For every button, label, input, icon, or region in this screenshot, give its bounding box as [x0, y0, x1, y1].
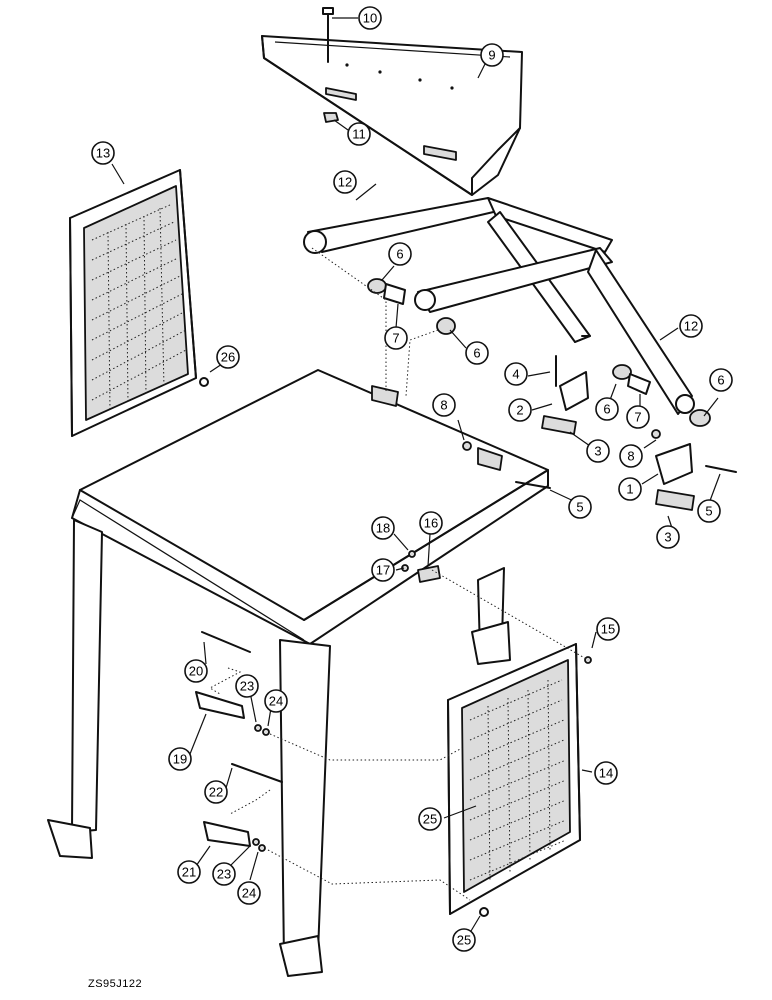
svg-text:23: 23 — [217, 867, 231, 882]
svg-text:6: 6 — [717, 373, 724, 388]
callout-7a: 7 — [384, 326, 408, 350]
frame-bolt-2 — [705, 465, 737, 473]
svg-text:1: 1 — [626, 482, 633, 497]
roof-bolt — [322, 7, 334, 63]
svg-text:6: 6 — [603, 402, 610, 417]
svg-text:11: 11 — [352, 127, 366, 142]
svg-text:6: 6 — [396, 247, 403, 262]
svg-text:21: 21 — [182, 865, 196, 880]
callout-10: 10 — [358, 6, 382, 30]
callout-19: 19 — [168, 747, 192, 771]
callout-25b: 25 — [452, 928, 476, 952]
svg-text:15: 15 — [601, 622, 615, 637]
callout-2: 2 — [508, 398, 532, 422]
svg-text:23: 23 — [240, 679, 254, 694]
callout-14: 14 — [594, 761, 618, 785]
svg-text:7: 7 — [392, 331, 399, 346]
bracket-right — [655, 443, 695, 511]
roof-panel — [261, 35, 523, 196]
callout-7b: 7 — [626, 405, 650, 429]
callout-13: 13 — [91, 141, 115, 165]
frame-nut-2 — [651, 429, 661, 439]
callout-16: 16 — [419, 511, 443, 535]
canopy-body — [47, 369, 549, 977]
callout-3a: 3 — [586, 439, 610, 463]
callout-20: 20 — [184, 659, 208, 683]
callout-17: 17 — [371, 558, 395, 582]
svg-text:10: 10 — [363, 11, 377, 26]
svg-text:17: 17 — [376, 563, 390, 578]
callout-1: 1 — [618, 477, 642, 501]
callout-18: 18 — [371, 516, 395, 540]
right-screen — [447, 643, 581, 917]
svg-text:22: 22 — [209, 785, 223, 800]
svg-text:24: 24 — [269, 694, 283, 709]
svg-text:9: 9 — [488, 48, 495, 63]
svg-text:3: 3 — [594, 444, 601, 459]
callout-3b: 3 — [656, 525, 680, 549]
callout-23b: 23 — [212, 862, 236, 886]
svg-text:19: 19 — [173, 752, 187, 767]
left-screen — [69, 169, 209, 437]
svg-text:14: 14 — [599, 766, 613, 781]
callout-11: 11 — [347, 122, 371, 146]
callout-12b: 12 — [679, 314, 703, 338]
rops-frame — [303, 197, 695, 415]
svg-text:12: 12 — [684, 319, 698, 334]
svg-text:20: 20 — [189, 664, 203, 679]
svg-text:16: 16 — [424, 516, 438, 531]
svg-text:2: 2 — [516, 403, 523, 418]
callout-5a: 5 — [568, 495, 592, 519]
svg-text:25: 25 — [423, 812, 437, 827]
svg-text:26: 26 — [221, 350, 235, 365]
callout-8b: 8 — [619, 444, 643, 468]
plate — [417, 565, 441, 583]
svg-text:7: 7 — [634, 410, 641, 425]
callout-26: 26 — [216, 345, 240, 369]
svg-text:5: 5 — [576, 500, 583, 515]
svg-text:18: 18 — [376, 521, 390, 536]
callout-6b: 6 — [465, 341, 489, 365]
frame-bolt — [515, 481, 551, 489]
svg-text:8: 8 — [440, 398, 447, 413]
svg-text:5: 5 — [705, 504, 712, 519]
callout-12a: 12 — [333, 170, 357, 194]
callout-21: 21 — [177, 860, 201, 884]
callout-6a: 6 — [388, 242, 412, 266]
diagram-code: ZS95J122 — [88, 978, 143, 990]
callout-23a: 23 — [235, 674, 259, 698]
svg-text:13: 13 — [96, 146, 110, 161]
svg-text:12: 12 — [338, 175, 352, 190]
svg-text:8: 8 — [627, 449, 634, 464]
callout-24b: 24 — [237, 881, 261, 905]
callout-5b: 5 — [697, 499, 721, 523]
callout-15: 15 — [596, 617, 620, 641]
svg-text:24: 24 — [242, 886, 256, 901]
bracket-left — [541, 355, 589, 435]
callout-22: 22 — [204, 780, 228, 804]
assembly-lines — [208, 247, 589, 901]
callout-25a: 25 — [418, 807, 442, 831]
svg-text:6: 6 — [473, 346, 480, 361]
svg-text:4: 4 — [512, 367, 519, 382]
callout-9: 9 — [480, 43, 504, 67]
callout-6c: 6 — [595, 397, 619, 421]
callout-4: 4 — [504, 362, 528, 386]
callout-8a: 8 — [432, 393, 456, 417]
callout-24a: 24 — [264, 689, 288, 713]
svg-text:25: 25 — [457, 933, 471, 948]
callout-6d: 6 — [709, 368, 733, 392]
frame-nut — [462, 441, 472, 451]
svg-text:3: 3 — [664, 530, 671, 545]
